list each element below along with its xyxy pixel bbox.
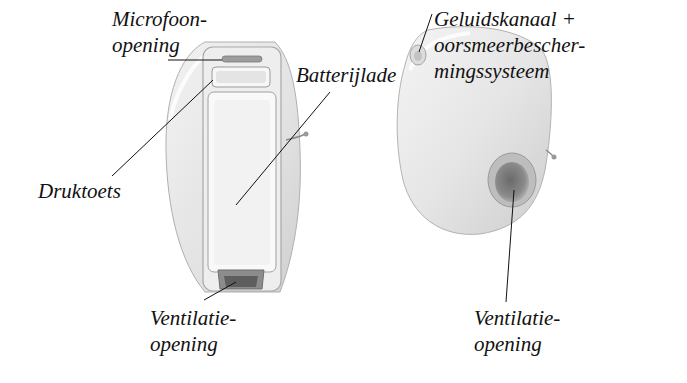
left-hearing-aid <box>166 42 309 292</box>
part-label: Batterijlade <box>296 62 396 88</box>
part-label: Microfoon- opening <box>112 6 207 58</box>
part-label: Geluidskanaal + oorsmeerbescher- mingssy… <box>434 6 639 84</box>
part-label: Druktoets <box>38 178 121 204</box>
part-label: Ventilatie- opening <box>474 305 560 357</box>
part-label: Ventilatie- opening <box>150 305 236 357</box>
right-hearing-aid <box>397 27 556 235</box>
leader-lines <box>112 14 514 302</box>
